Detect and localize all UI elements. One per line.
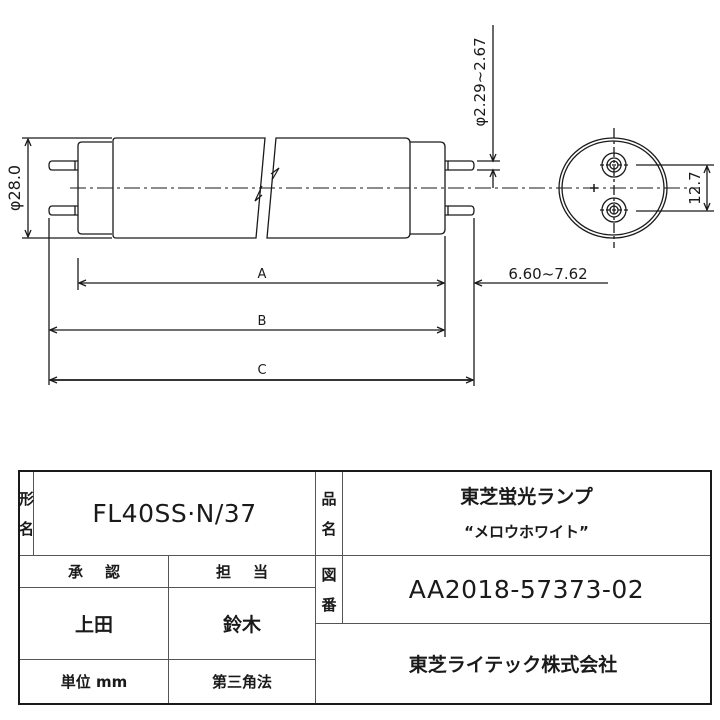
- model-label: 形 名: [19, 472, 35, 555]
- right-pin-bottom: [448, 205, 475, 216]
- charge-label: 担当: [169, 556, 315, 587]
- charge-value: 鈴木: [222, 614, 261, 636]
- pin-length-label: 6.60~7.62: [508, 265, 587, 283]
- model-label-char-2: 名: [19, 519, 35, 538]
- drawing-number-label-char-1: 図: [321, 565, 337, 584]
- approval-value: 上田: [74, 614, 113, 636]
- tube-body-left: [112, 137, 266, 239]
- projection-method: 第三角法: [211, 673, 272, 691]
- product-name: 東芝蛍光ランプ: [460, 485, 593, 508]
- company-name: 東芝ライテック株式会社: [408, 654, 618, 676]
- diameter-28-label: φ28.0: [5, 165, 24, 211]
- drawing-number-label: 図 番: [316, 556, 342, 623]
- dimension-a-label: A: [258, 267, 267, 282]
- pin-diameter-label: φ2.29~2.67: [471, 37, 489, 126]
- model-value: FL40SS·N/37: [92, 499, 257, 528]
- title-block: 形 名 FL40SS·N/37 品 名 東芝蛍光ランプ “メロウホワイト” 承認…: [18, 470, 712, 705]
- lamp-technical-drawing: φ28.0 φ2.29~2.67 12.7 6.60~7.62 A B C: [5, 25, 714, 386]
- product-name-cell: 東芝蛍光ランプ “メロウホワイト”: [343, 472, 710, 555]
- product-label-char-1: 品: [321, 489, 337, 508]
- right-base-cap: [410, 141, 446, 235]
- right-pin-top: [448, 160, 475, 171]
- left-pin-bottom: [48, 205, 75, 216]
- pin-spacing-label: 12.7: [686, 171, 704, 204]
- drawing-number: AA2018-57373-02: [408, 575, 645, 604]
- dimension-b-label: B: [258, 314, 267, 329]
- end-view-outer: [558, 137, 668, 239]
- dimension-c-label: C: [257, 363, 266, 378]
- charge-label-text: 担当: [215, 563, 290, 581]
- left-pin-top: [48, 160, 75, 171]
- approval-label-text: 承認: [67, 563, 142, 581]
- product-label-char-2: 名: [321, 519, 337, 538]
- approval-label: 承認: [20, 556, 168, 587]
- model-label-char-1: 形: [19, 489, 35, 508]
- product-subname: “メロウホワイト”: [464, 522, 589, 541]
- unit-label: 単位 mm: [60, 673, 128, 691]
- drawing-number-label-char-2: 番: [321, 595, 337, 614]
- product-label: 品 名: [316, 472, 342, 555]
- tube-body-right: [266, 137, 411, 239]
